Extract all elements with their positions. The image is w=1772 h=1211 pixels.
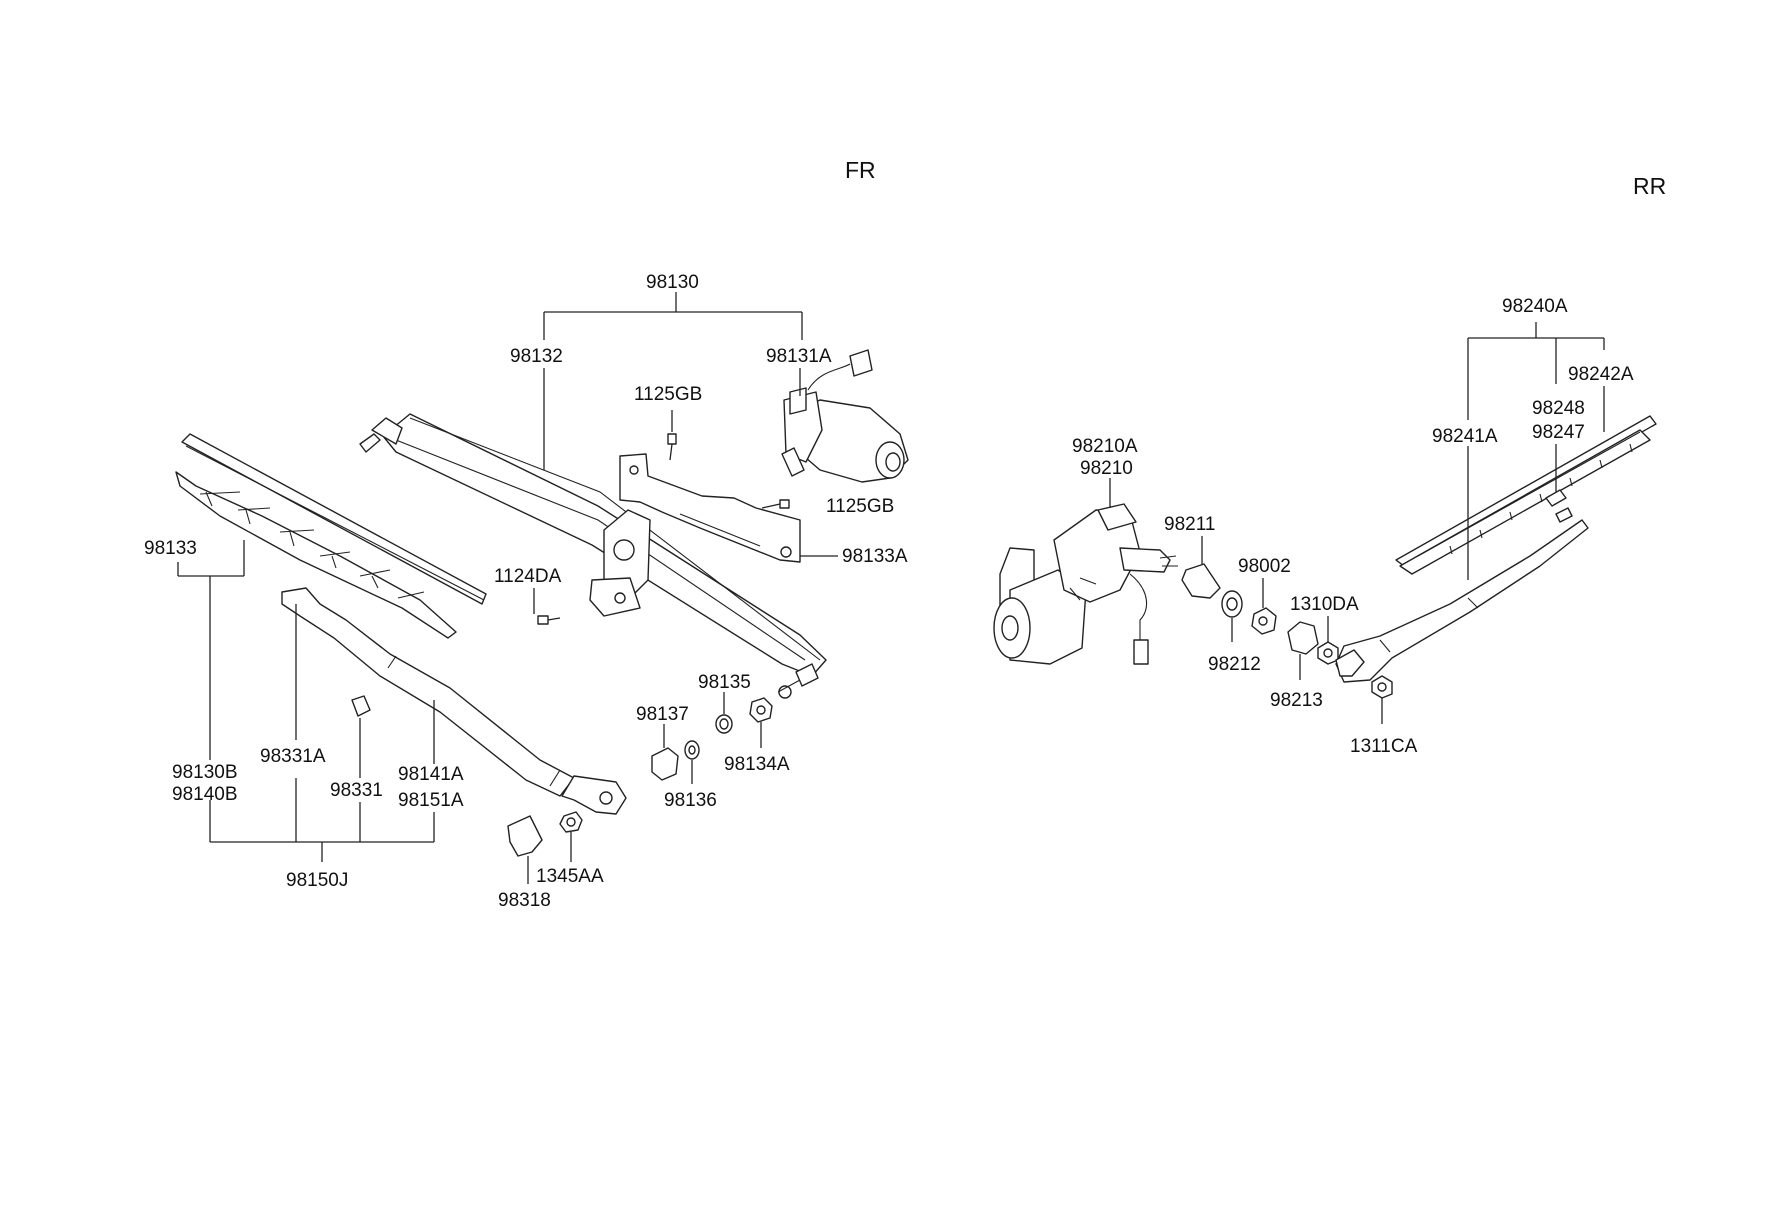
nut-98331-drawing <box>351 695 371 717</box>
label-98247: 98247 <box>1532 422 1585 443</box>
label-98211: 98211 <box>1164 514 1215 535</box>
label-98136: 98136 <box>664 790 717 811</box>
bolt-1125gb-b-drawing <box>761 499 790 509</box>
cap-98213-drawing <box>1287 621 1319 655</box>
label-98002: 98002 <box>1238 556 1291 577</box>
washer-98135-drawing <box>715 714 733 734</box>
label-98130B: 98130B <box>172 762 238 783</box>
nut-98002-drawing <box>1251 607 1277 635</box>
label-98131A: 98131A <box>766 346 832 367</box>
label-98151A: 98151A <box>398 790 464 811</box>
label-98241A: 98241A <box>1432 426 1498 447</box>
washer-98136-drawing <box>684 740 700 760</box>
label-98318: 98318 <box>498 890 551 911</box>
label-98135: 98135 <box>698 672 751 693</box>
front-leader-lines <box>177 292 838 884</box>
nut-1311ca-drawing <box>1371 675 1393 699</box>
label-98130: 98130 <box>646 272 699 293</box>
rear-leader-lines <box>1109 322 1605 724</box>
label-98210: 98210 <box>1080 458 1133 479</box>
label-1125GB-top: 1125GB <box>634 384 702 405</box>
nut-98134a-drawing <box>749 697 773 723</box>
cap-98137-drawing <box>651 747 679 781</box>
rear-wiper-arm-drawing <box>1335 519 1589 683</box>
nut-1310da-drawing <box>1317 641 1339 665</box>
label-98331A: 98331A <box>260 746 326 767</box>
cap-98318-drawing <box>507 815 543 857</box>
rear-wiper-blade-drawing <box>1395 415 1657 575</box>
cap-98211-drawing <box>1181 563 1221 599</box>
front-wiper-arm-drawing <box>281 587 627 815</box>
label-98331: 98331 <box>330 780 383 801</box>
wiper-linkage-drawing <box>359 413 827 699</box>
label-98141A: 98141A <box>398 764 464 785</box>
label-98242A: 98242A <box>1568 364 1634 385</box>
label-1345AA: 1345AA <box>536 866 604 887</box>
nut-1345aa-drawing <box>559 811 583 833</box>
motor-bracket-drawing <box>619 453 801 563</box>
label-1125GB-right: 1125GB <box>826 496 894 517</box>
label-98248: 98248 <box>1532 398 1585 419</box>
rear-wiper-motor-drawing <box>993 503 1178 665</box>
label-98133: 98133 <box>144 538 197 559</box>
label-98132: 98132 <box>510 346 563 367</box>
section-label-rear: RR <box>1633 173 1666 199</box>
label-98134A: 98134A <box>724 754 790 775</box>
label-1124DA: 1124DA <box>494 566 562 587</box>
front-wiper-motor-drawing <box>781 349 909 483</box>
label-98137: 98137 <box>636 704 689 725</box>
front-wiper-blade-drawing <box>175 433 487 639</box>
bolt-1125gb-a-drawing <box>667 433 677 461</box>
label-98133A: 98133A <box>842 546 908 567</box>
washer-98212-drawing <box>1221 590 1243 618</box>
label-98212: 98212 <box>1208 654 1261 675</box>
label-98213: 98213 <box>1270 690 1323 711</box>
label-98240A: 98240A <box>1502 296 1568 317</box>
label-98140B: 98140B <box>172 784 238 805</box>
label-98210A: 98210A <box>1072 436 1138 457</box>
pivot-bracket-drawing <box>589 509 651 617</box>
section-label-front: FR <box>845 157 876 183</box>
label-1311CA: 1311CA <box>1350 736 1418 757</box>
label-98150J: 98150J <box>286 870 348 891</box>
bolt-1124da-drawing <box>537 615 561 625</box>
label-1310DA: 1310DA <box>1290 594 1359 615</box>
